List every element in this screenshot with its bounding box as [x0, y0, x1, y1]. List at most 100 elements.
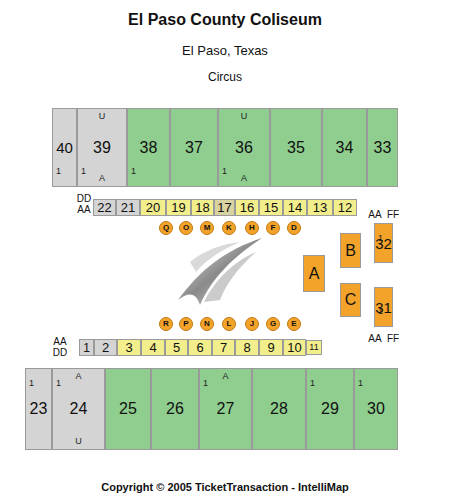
- seating-section: 22: [93, 199, 116, 216]
- section-number: 23: [30, 401, 48, 417]
- section-number: F: [271, 224, 276, 232]
- section-number: J: [250, 320, 254, 328]
- section-number: 3: [125, 341, 132, 354]
- section-number: 38: [140, 140, 158, 156]
- section-number: 40: [56, 140, 73, 155]
- row-label: AA: [53, 336, 66, 347]
- row-marker: J: [245, 317, 259, 331]
- row-label: AA: [77, 204, 90, 215]
- row-label: FF: [387, 333, 399, 344]
- section-number: O: [183, 224, 189, 232]
- row-letter: 1: [203, 379, 208, 388]
- row-letter: 1: [131, 167, 136, 176]
- section-number: M: [204, 224, 211, 232]
- section-number: B: [345, 243, 356, 259]
- seating-section: 25: [105, 368, 151, 450]
- row-marker: O: [179, 221, 193, 235]
- seating-section: A: [303, 255, 325, 292]
- seating-section: 19: [166, 199, 191, 216]
- subtitle: El Paso, Texas: [182, 43, 268, 58]
- swoosh-stroke: [190, 242, 240, 272]
- seating-section: 6: [188, 339, 212, 356]
- section-number: 31: [375, 300, 392, 315]
- section-number: 19: [171, 201, 185, 214]
- row-marker: E: [287, 317, 301, 331]
- seating-section: 5: [165, 339, 188, 356]
- section-number: 39: [93, 140, 111, 156]
- section-number: K: [226, 224, 232, 232]
- seating-section: 311: [374, 287, 393, 327]
- seating-section: 15: [259, 199, 283, 216]
- seating-section: 18: [191, 199, 214, 216]
- seating-section: 11: [306, 340, 322, 355]
- seating-section: 33: [367, 108, 398, 187]
- section-number: 32: [375, 236, 392, 251]
- section-number: 7: [220, 341, 227, 354]
- seating-section: 17: [214, 199, 235, 216]
- copyright-caption: Copyright © 2005 TicketTransaction - Int…: [101, 481, 349, 493]
- row-letter: 1: [378, 307, 383, 316]
- section-number: 10: [287, 341, 301, 354]
- row-marker: P: [179, 317, 193, 331]
- seating-section: 36UA1: [218, 108, 270, 187]
- seating-section: 34: [322, 108, 367, 187]
- row-letter: 1: [222, 167, 227, 176]
- row-marker: K: [222, 221, 236, 235]
- swoosh-stroke: [204, 252, 256, 302]
- row-letter: A: [75, 372, 81, 381]
- row-label: AA: [368, 333, 381, 344]
- section-number: L: [227, 320, 232, 328]
- row-letter: 1: [310, 379, 315, 388]
- seating-section: 321: [374, 223, 393, 263]
- section-number: 4: [149, 341, 156, 354]
- row-letter: 1: [378, 234, 383, 243]
- section-number: D: [291, 224, 297, 232]
- seating-section: 35: [270, 108, 322, 187]
- seating-section: 10: [283, 339, 306, 356]
- seating-section: 12: [333, 199, 357, 216]
- row-marker: M: [200, 221, 214, 235]
- section-number: 27: [217, 401, 235, 417]
- section-number: A: [309, 266, 320, 282]
- section-number: 25: [119, 401, 137, 417]
- seating-section: B: [340, 233, 361, 268]
- seating-section: 231: [25, 368, 52, 450]
- row-letter: U: [75, 437, 82, 446]
- section-number: 16: [240, 201, 254, 214]
- seating-section: 37: [170, 108, 218, 187]
- seating-section: 24 A U 1: [52, 368, 105, 450]
- row-label: FF: [387, 209, 399, 220]
- seating-section: 21: [116, 199, 140, 216]
- row-letter: A: [222, 372, 228, 381]
- row-letter: 1: [56, 379, 61, 388]
- section-number: G: [270, 320, 276, 328]
- seating-section: 301: [354, 368, 398, 450]
- section-number: 22: [97, 201, 111, 214]
- seating-section: 3: [117, 339, 141, 356]
- section-number: 36: [235, 140, 253, 156]
- row-label: AA: [368, 209, 381, 220]
- seating-section: 9: [259, 339, 283, 356]
- section-number: 37: [185, 140, 203, 156]
- section-number: 26: [166, 401, 184, 417]
- row-letter: 1: [56, 167, 61, 176]
- section-number: 24: [70, 401, 88, 417]
- row-letter: A: [99, 174, 105, 183]
- section-number: 14: [288, 201, 302, 214]
- swoosh-stroke: [178, 238, 262, 305]
- section-number: 5: [173, 341, 180, 354]
- seating-section: 20: [140, 199, 166, 216]
- row-marker: L: [222, 317, 236, 331]
- seating-section: 4: [141, 339, 165, 356]
- section-number: H: [249, 224, 255, 232]
- section-number: 30: [367, 401, 385, 417]
- seating-section: C: [340, 283, 361, 317]
- section-number: 17: [217, 201, 231, 214]
- row-marker: R: [159, 317, 173, 331]
- seating-section: 39UA1: [77, 108, 127, 187]
- section-number: 6: [196, 341, 203, 354]
- section-number: 33: [374, 140, 392, 156]
- section-number: 35: [287, 140, 305, 156]
- section-number: Q: [163, 224, 169, 232]
- row-marker: G: [266, 317, 280, 331]
